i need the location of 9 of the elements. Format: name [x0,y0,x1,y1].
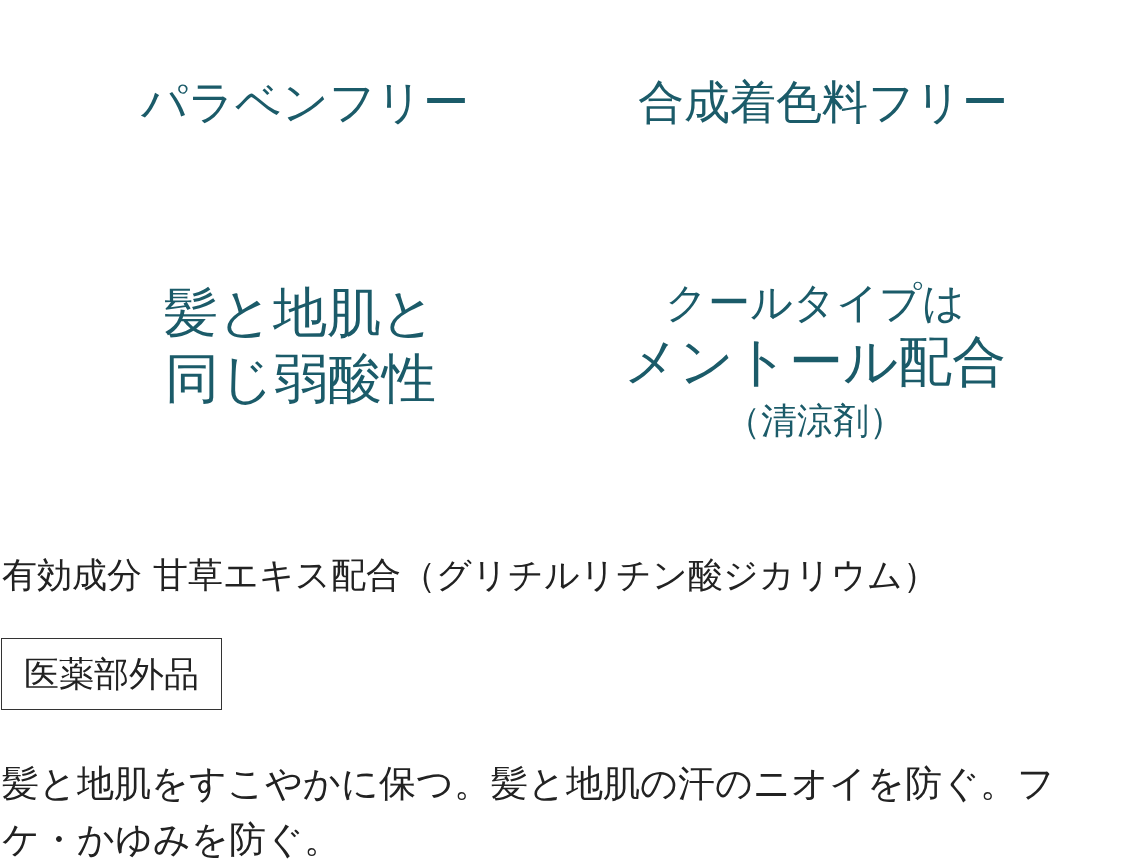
label-box: 医薬部外品 [1,638,222,710]
ingredient-text: 有効成分 甘草エキス配合（グリチルリチン酸ジカリウム） [2,554,940,597]
feature-heading: パラベンフリー [140,74,470,131]
feature-note: （清涼剤） [724,399,906,443]
feature-heading: 髪と地肌と同じ弱酸性 [163,280,437,412]
description-text: 髪と地肌をすこやかに保つ。髪と地肌の汗のニオイを防ぐ。フケ・かゆみを防ぐ。 [2,761,1056,863]
feature-heading: 合成着色料フリー [636,74,1009,131]
feature-subheading: クールタイプは [664,278,966,328]
feature-heading: メントール配合 [623,330,1007,394]
